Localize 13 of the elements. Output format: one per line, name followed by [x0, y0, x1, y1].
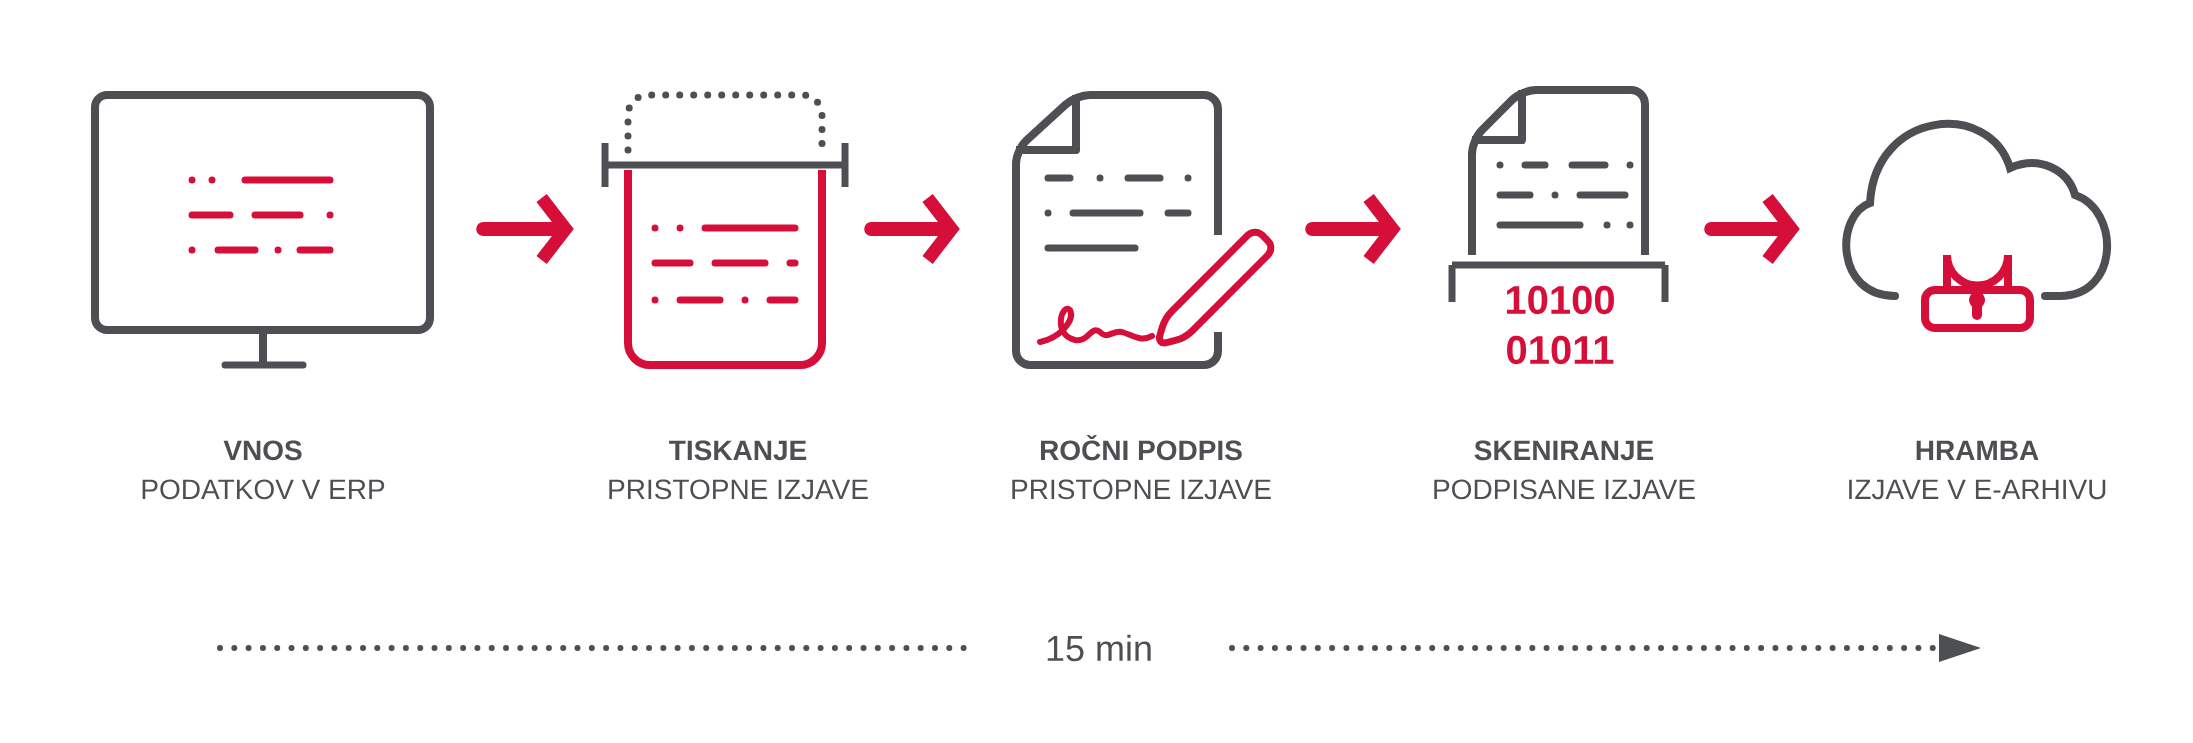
step-heading: ROČNI PODPIS: [1041, 434, 1242, 461]
binary-digits: 10100: [1506, 285, 1614, 315]
step-description: PRISTOPNE IZJAVE: [609, 479, 868, 500]
step-heading: HRAMBA: [1916, 440, 2039, 460]
step-description: IZJAVE V E-ARHIVU: [1849, 479, 2106, 500]
step-heading: VNOS: [223, 440, 302, 461]
binary-digits: 01011: [1507, 335, 1614, 365]
step-heading: TISKANJE: [669, 440, 807, 461]
step-description: PODATKOV V ERP: [142, 479, 385, 500]
step-description: PRISTOPNE IZJAVE: [1012, 479, 1271, 500]
step-heading: SKENIRANJE: [1474, 440, 1654, 461]
step-description: PODPISANE IZJAVE: [1434, 479, 1695, 500]
duration-label: 15 min: [1047, 634, 1151, 662]
